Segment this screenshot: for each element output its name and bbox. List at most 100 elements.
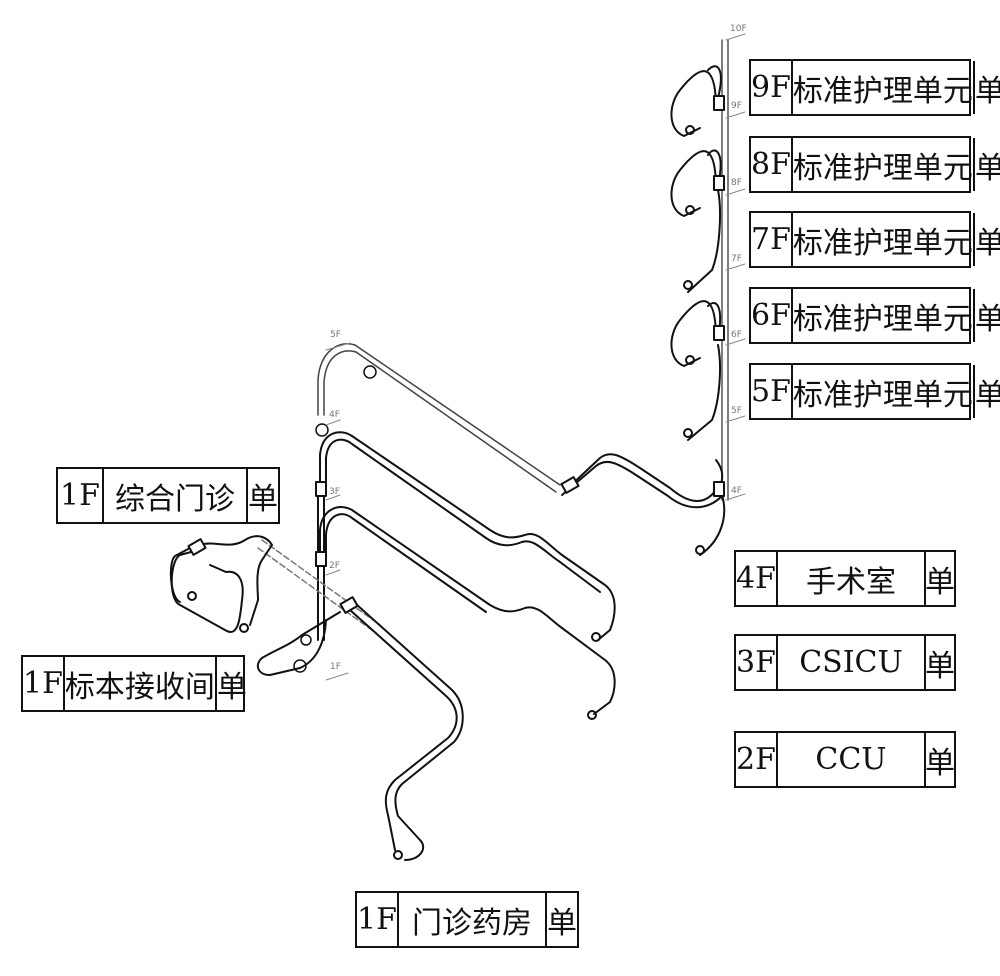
- label-box-5f: 5F 标准护理单元 单: [749, 363, 1000, 420]
- tube-station: [187, 538, 207, 556]
- terminal-marker: [695, 545, 705, 555]
- floor-tick: [725, 493, 746, 501]
- label-tag: 单: [972, 138, 1000, 191]
- label-floor: 8F: [751, 138, 793, 191]
- terminal-marker: [683, 280, 693, 290]
- floor-mark-4f: 4F: [731, 486, 742, 496]
- label-tag: 单: [246, 469, 278, 522]
- label-floor: 2F: [736, 733, 778, 786]
- tube-station: [713, 325, 725, 341]
- tube-6f: [670, 300, 717, 367]
- tube-1f-clinic: [170, 549, 244, 633]
- label-floor: 1F: [23, 657, 65, 710]
- floor-mark-8f: 8F: [731, 178, 742, 188]
- tube-4f-wave: [325, 438, 601, 593]
- tube-5f-long: [323, 350, 557, 493]
- tube-7f: [687, 189, 721, 293]
- label-tag: 单: [972, 289, 1000, 342]
- tube-connector: [300, 634, 312, 646]
- floor-mark-5f-left: 5F: [330, 330, 341, 340]
- terminal-marker: [239, 623, 249, 633]
- label-floor: 3F: [736, 636, 778, 689]
- floor-tick: [325, 419, 341, 426]
- floor-tick: [725, 188, 746, 196]
- label-box-4f: 4F 手术室 单: [734, 550, 956, 607]
- tube-8f: [670, 150, 717, 217]
- label-floor: 6F: [751, 289, 793, 342]
- tube-1f-horizontal: [257, 547, 377, 634]
- tube-connector: [315, 423, 329, 437]
- floor-mark-9f: 9F: [731, 101, 742, 111]
- floor-tick: [325, 569, 341, 576]
- label-name: 标准护理单元: [792, 150, 973, 186]
- terminal-marker: [587, 710, 597, 720]
- tube-9f: [707, 65, 722, 99]
- tube-5f-long: [317, 343, 561, 486]
- floor-mark-4f-left: 4F: [329, 410, 340, 420]
- label-box-3f: 3F CSICU 单: [734, 634, 956, 691]
- tube-3f-wave: [319, 506, 616, 715]
- terminal-marker: [591, 632, 601, 642]
- terminal-marker: [685, 125, 695, 135]
- label-tag: 单: [545, 893, 577, 946]
- tube-4f-wave: [319, 431, 616, 641]
- label-box-1f-clinic: 1F 综合门诊 单: [56, 467, 280, 524]
- floor-mark-10f: 10F: [730, 24, 747, 34]
- label-tag: 单: [972, 61, 1000, 114]
- tube-station: [315, 551, 327, 567]
- tube-station: [339, 596, 359, 614]
- label-tag: 单: [214, 657, 247, 710]
- floor-tick: [325, 494, 341, 501]
- label-name: 标本接收间: [64, 669, 215, 705]
- tube-station: [315, 481, 327, 497]
- tube-connector: [293, 659, 307, 673]
- label-floor: 4F: [736, 552, 778, 605]
- label-floor: 9F: [751, 61, 793, 114]
- terminal-marker: [685, 355, 695, 365]
- floor-tick: [325, 672, 349, 681]
- label-floor: 7F: [751, 213, 793, 266]
- floor-tick: [325, 342, 351, 351]
- floor-mark-5f: 5F: [731, 406, 742, 416]
- floor-mark-7f: 7F: [731, 254, 742, 264]
- terminal-marker: [683, 428, 693, 438]
- label-name: CSICU: [799, 645, 903, 680]
- label-tag: 单: [924, 733, 955, 786]
- floor-tick: [725, 33, 746, 41]
- label-floor: 1F: [357, 893, 399, 946]
- floor-tick: [725, 111, 746, 119]
- label-box-7f: 7F 标准护理单元 单: [749, 211, 1000, 268]
- label-name: 标准护理单元: [792, 377, 973, 413]
- tube-station: [560, 476, 580, 494]
- label-box-8f: 8F 标准护理单元 单: [749, 136, 1000, 193]
- tube-station: [713, 95, 725, 111]
- tube-station: [713, 175, 725, 191]
- label-box-1f-pharmacy: 1F 门诊药房 单: [355, 891, 579, 948]
- floor-mark-6f: 6F: [731, 330, 742, 340]
- label-name: 标准护理单元: [792, 73, 973, 109]
- tube-1f-pharmacy: [355, 603, 464, 861]
- label-name: 门诊药房: [412, 905, 532, 941]
- tube-4f-main: [567, 453, 721, 502]
- tube-9f: [670, 70, 717, 137]
- label-name: 标准护理单元: [792, 301, 973, 337]
- tube-3f-wave: [325, 513, 487, 613]
- label-floor: 1F: [58, 469, 104, 522]
- floor-tick: [725, 263, 746, 271]
- label-box-2f: 2F CCU 单: [734, 731, 956, 788]
- tube-1f-pharmacy: [349, 609, 458, 851]
- tube-1f-clinic: [169, 547, 191, 603]
- label-tag: 单: [972, 365, 1000, 418]
- terminal-marker: [187, 591, 197, 601]
- floor-tick: [725, 338, 746, 346]
- floor-mark-3f-left: 3F: [329, 487, 340, 497]
- label-box-1f-specimen: 1F 标本接收间 单: [21, 655, 247, 712]
- label-tag: 单: [924, 636, 955, 689]
- tube-station: [713, 481, 725, 497]
- label-name: 手术室: [806, 564, 896, 600]
- label-box-9f: 9F 标准护理单元 单: [749, 59, 1000, 116]
- tube-1f-specimen: [256, 611, 341, 676]
- floor-mark-2f-left: 2F: [329, 561, 340, 571]
- label-name: 标准护理单元: [792, 225, 973, 261]
